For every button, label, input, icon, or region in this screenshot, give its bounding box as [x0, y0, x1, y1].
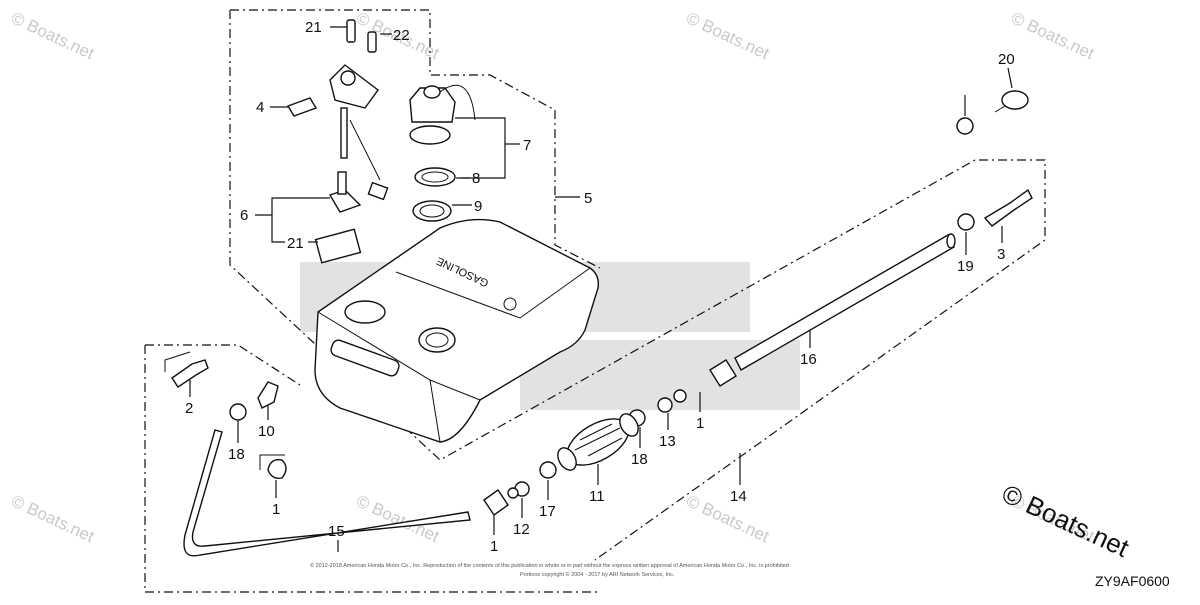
- filler-cap-assembly: [409, 84, 476, 222]
- screw-21a: [346, 19, 356, 43]
- fuel-tank: GASOLINE: [314, 218, 600, 443]
- tank-group-outline-top: [230, 9, 601, 269]
- callout-1: 1: [272, 501, 280, 518]
- callouts: 21 22 4 6 21 7 8 9 5 20 19 3 16 1 13 18 …: [185, 19, 1015, 555]
- callout-19: 20: [998, 51, 1015, 68]
- fuel-gauge-assembly: [286, 19, 389, 264]
- callout-12: 12: [513, 521, 530, 538]
- clamp-1a: [267, 459, 287, 480]
- fitting-2: [171, 359, 209, 388]
- seal-8: [414, 167, 456, 187]
- callout-21: 22: [393, 27, 410, 44]
- callout-2: 2: [185, 400, 193, 417]
- callout-20: 21: [287, 235, 304, 252]
- hose-group-outline: [144, 345, 600, 593]
- callout-7: 7: [523, 137, 531, 154]
- hose-15: [183, 429, 471, 557]
- nut-18a: [229, 403, 247, 421]
- watermark: © Boats.net: [683, 8, 772, 63]
- watermark: © Boats.net: [683, 491, 772, 546]
- fuel-gauge-port: [344, 300, 386, 324]
- connector-1c: [709, 359, 737, 387]
- callout-18: 18: [228, 446, 245, 463]
- callout-1: 1: [696, 415, 704, 432]
- seal-9: [412, 200, 452, 222]
- callout-9: 9: [474, 198, 482, 215]
- fuel-line-assembly: [183, 233, 956, 557]
- callout-4: 4: [256, 99, 264, 116]
- watermark: © Boats.net: [8, 491, 97, 546]
- callout-8: 8: [472, 170, 480, 187]
- callout-18: 19: [957, 258, 974, 275]
- screw-21b: [367, 31, 377, 53]
- loose-parts: [171, 90, 1033, 480]
- group-outlines: [144, 9, 1046, 593]
- callout-11: 11: [589, 488, 605, 505]
- clamp-19: [1001, 90, 1029, 110]
- fitting-4: [286, 97, 318, 117]
- callout-1: 1: [490, 538, 498, 555]
- fitting-13b: [673, 389, 687, 403]
- copyright-line-1: © 2012-2018 American Honda Motor Co., In…: [310, 562, 789, 569]
- callout-15: 15: [328, 523, 345, 540]
- callout-17: 18: [631, 451, 648, 468]
- hose-16: [734, 234, 955, 371]
- callout-3: 3: [997, 246, 1005, 263]
- leader-lines: [164, 26, 1013, 552]
- nut-18b: [957, 213, 975, 231]
- callout-5: 5: [584, 190, 592, 207]
- tank-handle: [330, 339, 400, 377]
- connector-1b: [483, 489, 509, 516]
- callout-10: 10: [258, 423, 275, 440]
- copyright-line-2: Portions copyright © 2004 - 2017 by ARI …: [520, 571, 675, 578]
- hose-group-outline-top: [145, 344, 301, 386]
- cap-ring: [409, 125, 451, 145]
- filler-neck: [418, 327, 456, 353]
- callout-21: 21: [305, 19, 322, 36]
- callout-17: 17: [539, 503, 556, 520]
- diagram-code: ZY9AF0600: [1095, 573, 1170, 589]
- clamp-13: [657, 397, 673, 413]
- callout-16: 16: [800, 351, 817, 368]
- watermark: © Boats.net: [1008, 8, 1097, 63]
- callout-14: 14: [730, 488, 747, 505]
- fitting-10: [257, 381, 279, 409]
- fitting-3: [983, 188, 1033, 227]
- washer-17a: [539, 461, 557, 479]
- watermark: © Boats.net: [8, 8, 97, 63]
- gauge-gasket: [314, 228, 362, 264]
- brand-mark: © Boats.net: [997, 478, 1134, 563]
- callout-6: 6: [240, 207, 248, 224]
- callout-13: 13: [659, 433, 676, 450]
- tank-group-outline: [229, 10, 1046, 561]
- nut-22: [956, 117, 974, 135]
